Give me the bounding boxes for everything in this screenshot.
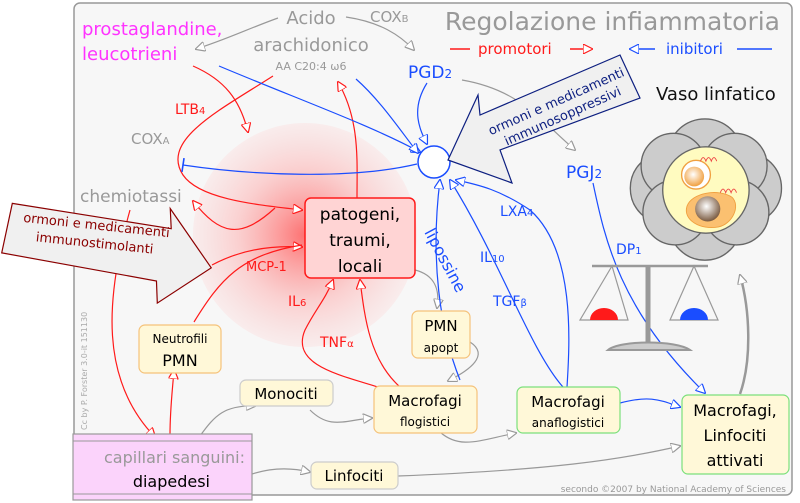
monocytes-box: Monociti [239,379,334,407]
pathogens-box: patogeni, traumi, locali [304,197,416,279]
author-credit: Cc by P. Forster 3.0-it 151130 [80,312,89,430]
macrophages-flogistic-box: Macrofagi flogistici [373,385,478,434]
il6-label: IL6 [288,294,306,310]
lymphocytes-label: Linfociti [325,467,384,485]
lymph-vessel-label: Vaso linfatico [656,84,776,105]
ltb4-label: LTB4 [175,102,205,118]
tnfa-label: TNFα [319,335,354,351]
gray-arrows [196,16,750,483]
macrophages-antiinflammatory-box: Macrofagi anaflogistici [516,386,621,434]
activated-line-3: attivati [707,451,764,470]
pmn-apopt-line-2: apopt [424,341,459,355]
activated-line-2: Linfociti [704,426,767,445]
pmn-apopt-line-1: PMN [424,317,457,335]
neutrophils-line-1: Neutrofili [153,332,208,346]
lipid-mediators-label-2: leucotrieni [82,44,177,65]
neutrophils-line-2: PMN [162,351,197,370]
coxa-label: COXA [131,130,170,148]
chemotaxis-label: chemiotassi [80,187,182,207]
pathogens-line-3: locali [338,257,382,277]
mcp1-label: MCP-1 [246,260,287,275]
legend-inhibitors: inibitori [630,40,772,58]
activated-cells-box: Macrofagi, Linfociti attivati [681,394,790,475]
dp1-label: DP1 [616,242,642,258]
pgj2-label: PGJ2 [566,163,602,183]
capillaries-line-1: capillari sanguini: [104,448,245,467]
blue-inhibitor-arrows [181,65,705,407]
il10-label: IL10 [480,250,505,266]
acid-formula: AA C20:4 ω6 [276,60,347,73]
pgd2-label: PGD2 [408,63,452,83]
macro-flog-line-1: Macrofagi [388,392,462,410]
lymph-vessel-illustration [629,118,783,261]
tgfb-label: TGFβ [492,294,527,310]
acid-label-2: arachidonico [253,35,369,56]
lymphocytes-box: Linfociti [310,461,399,490]
neutrophils-box: Neutrofili PMN [138,324,222,374]
capillaries-box: capillari sanguini: diapedesi [72,433,253,501]
monocytes-label: Monociti [254,385,317,403]
immunostimulant-drug-arrow: ormoni e medicamenti immunostimolanti [0,202,213,305]
balance-scale-icon [578,264,719,351]
source-credit: secondo ©2007 by National Academy of Sci… [561,485,787,495]
macro-anaflog-line-1: Macrofagi [531,393,605,411]
inhibition-hub [417,145,451,179]
acid-label-1: Acido [286,8,335,29]
legend-inhibitors-label: inibitori [666,40,723,58]
coxb-label: COXB [370,8,409,26]
diagram-title: Regolazione infiammatoria [445,7,780,36]
legend-promoters: promotori [450,40,592,58]
capillaries-line-2: diapedesi [133,472,210,491]
lxa4-label: LXA4 [500,204,533,220]
macro-flog-line-2: flogistici [400,415,450,429]
activated-line-1: Macrofagi, [693,401,777,420]
red-promoter-arrows [111,65,401,437]
legend-promoters-label: promotori [478,40,552,58]
lipid-mediators-label-1: prostaglandine, [82,19,222,40]
pathogens-line-1: patogeni, [320,205,400,225]
pmn-apopt-box: PMN apopt [411,310,471,359]
macro-anaflog-line-2: anaflogistici [532,416,604,430]
pathogens-line-2: traumi, [329,231,391,251]
